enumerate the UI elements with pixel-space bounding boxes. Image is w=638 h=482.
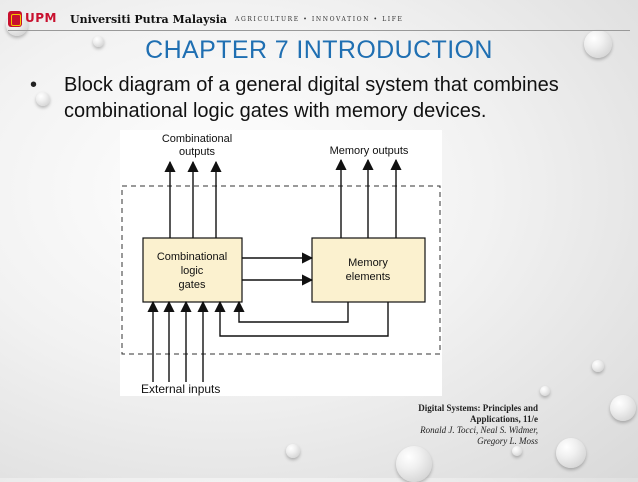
block-diagram: Combinational outputs Memory outputs Com… — [120, 130, 442, 396]
decorative-droplet — [540, 386, 550, 396]
memory-elements-block — [311, 237, 426, 303]
upm-seal-icon — [8, 11, 22, 27]
logo-text: UPM — [25, 11, 57, 25]
bullet-icon: • — [30, 74, 38, 96]
decorative-droplet — [396, 446, 432, 482]
slide-title: CHAPTER 7 INTRODUCTION — [145, 36, 493, 64]
memory-elements-label: Memory — [348, 257, 388, 269]
memory-outputs-label: Memory outputs — [330, 145, 409, 157]
memory-elements-label: elements — [346, 271, 391, 283]
decorative-droplet — [610, 395, 636, 421]
feedback-path — [214, 300, 389, 337]
decorative-droplet — [592, 360, 604, 372]
combinational-outputs-label: outputs — [179, 146, 216, 158]
decorative-droplet — [556, 438, 586, 468]
feedback-path — [233, 300, 349, 323]
combinational-outputs-label: Combinational — [162, 133, 232, 145]
upm-logo: UPM — [8, 10, 58, 28]
university-header: UPM Universiti Putra Malaysia AGRICULTUR… — [8, 8, 404, 30]
combinational-logic-label: logic — [181, 265, 204, 277]
external-inputs-label: External inputs — [141, 382, 220, 396]
decorative-droplet — [512, 446, 522, 456]
decorative-droplet — [584, 30, 612, 58]
reference-authors: Ronald J. Tocci, Neal S. Widmer, — [420, 425, 538, 435]
bullet-text: Block diagram of a general digital syste… — [64, 74, 559, 122]
decorative-droplet — [36, 92, 50, 106]
university-name: Universiti Putra Malaysia — [70, 12, 228, 26]
header-divider — [8, 30, 630, 31]
combinational-logic-label: Combinational — [157, 251, 227, 263]
university-tagline: AGRICULTURE • INNOVATION • LIFE — [235, 15, 404, 23]
reference-edition: Applications, 11/e — [469, 414, 538, 424]
book-reference: Digital Systems: Principles and Applicat… — [388, 403, 538, 447]
decorative-droplet — [93, 36, 104, 47]
bullet-point: • Block diagram of a general digital sys… — [26, 72, 626, 124]
reference-authors: Gregory L. Moss — [477, 436, 538, 446]
reference-title: Digital Systems: Principles and — [418, 403, 538, 413]
combinational-logic-block — [142, 237, 243, 303]
combinational-logic-label: gates — [179, 279, 206, 291]
decorative-droplet — [286, 444, 300, 458]
